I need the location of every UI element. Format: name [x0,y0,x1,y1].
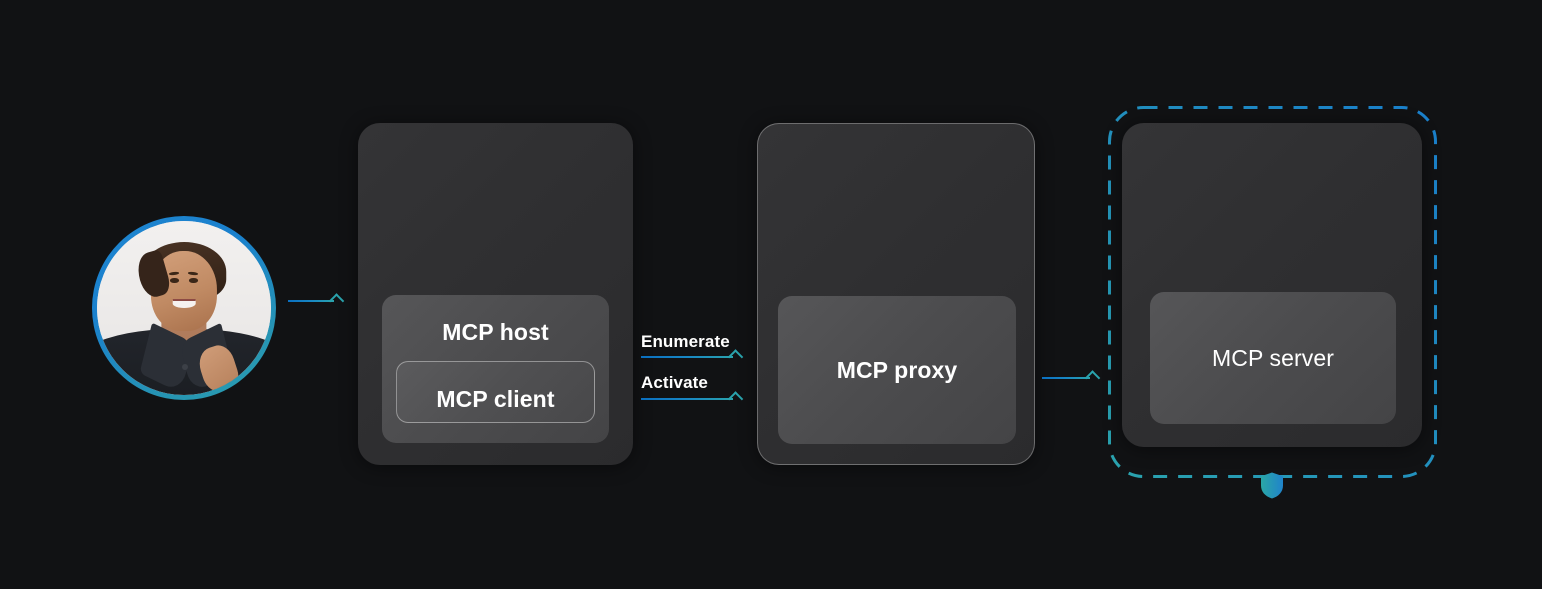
avatar-photo [97,221,271,395]
agent-mcp-host-label: MCP host [442,319,549,345]
connector-label-enumerate: Enumerate [641,332,730,351]
user-avatar [92,216,276,400]
agent-mcp-client-box[interactable]: MCP client [396,361,595,423]
registry-mcp-proxy-label: MCP proxy [836,356,958,383]
security-boundary [1108,106,1437,478]
avatar-eye-right [189,278,198,283]
card-agent-connectors[interactable]: Agent connectors MCP server [1122,123,1422,447]
arrow-head-icon [727,391,744,407]
arrow-line [641,398,733,400]
arrow-activate [641,391,744,407]
agent-mcp-client-label: MCP client [436,386,555,412]
card-agent[interactable]: Agent MCP host MCP client [358,123,633,465]
arrow-head-icon [1084,370,1101,386]
arrow-line [641,356,733,358]
card-windows-registry[interactable]: Windows on- device registry MCP proxy [757,123,1035,465]
avatar-eye-left [170,278,179,283]
agent-mcp-host-box[interactable]: MCP host MCP client [382,295,609,443]
connectors-mcp-server-label: MCP server [1212,344,1334,371]
arrow-user-to-agent [288,293,345,309]
connector-label-activate: Activate [641,373,708,392]
arrow-head-icon [727,349,744,365]
registry-mcp-proxy-box[interactable]: MCP proxy [778,296,1016,444]
arrow-head-icon [328,293,345,309]
avatar-shirt-button [182,363,189,370]
arrow-line [1042,377,1090,379]
arrow-registry-to-connectors [1042,370,1101,386]
arrow-enumerate [641,349,744,365]
avatar-smile [172,299,196,308]
arrow-line [288,300,334,302]
shield-icon [1260,472,1284,499]
connectors-mcp-server-box[interactable]: MCP server [1150,292,1396,424]
